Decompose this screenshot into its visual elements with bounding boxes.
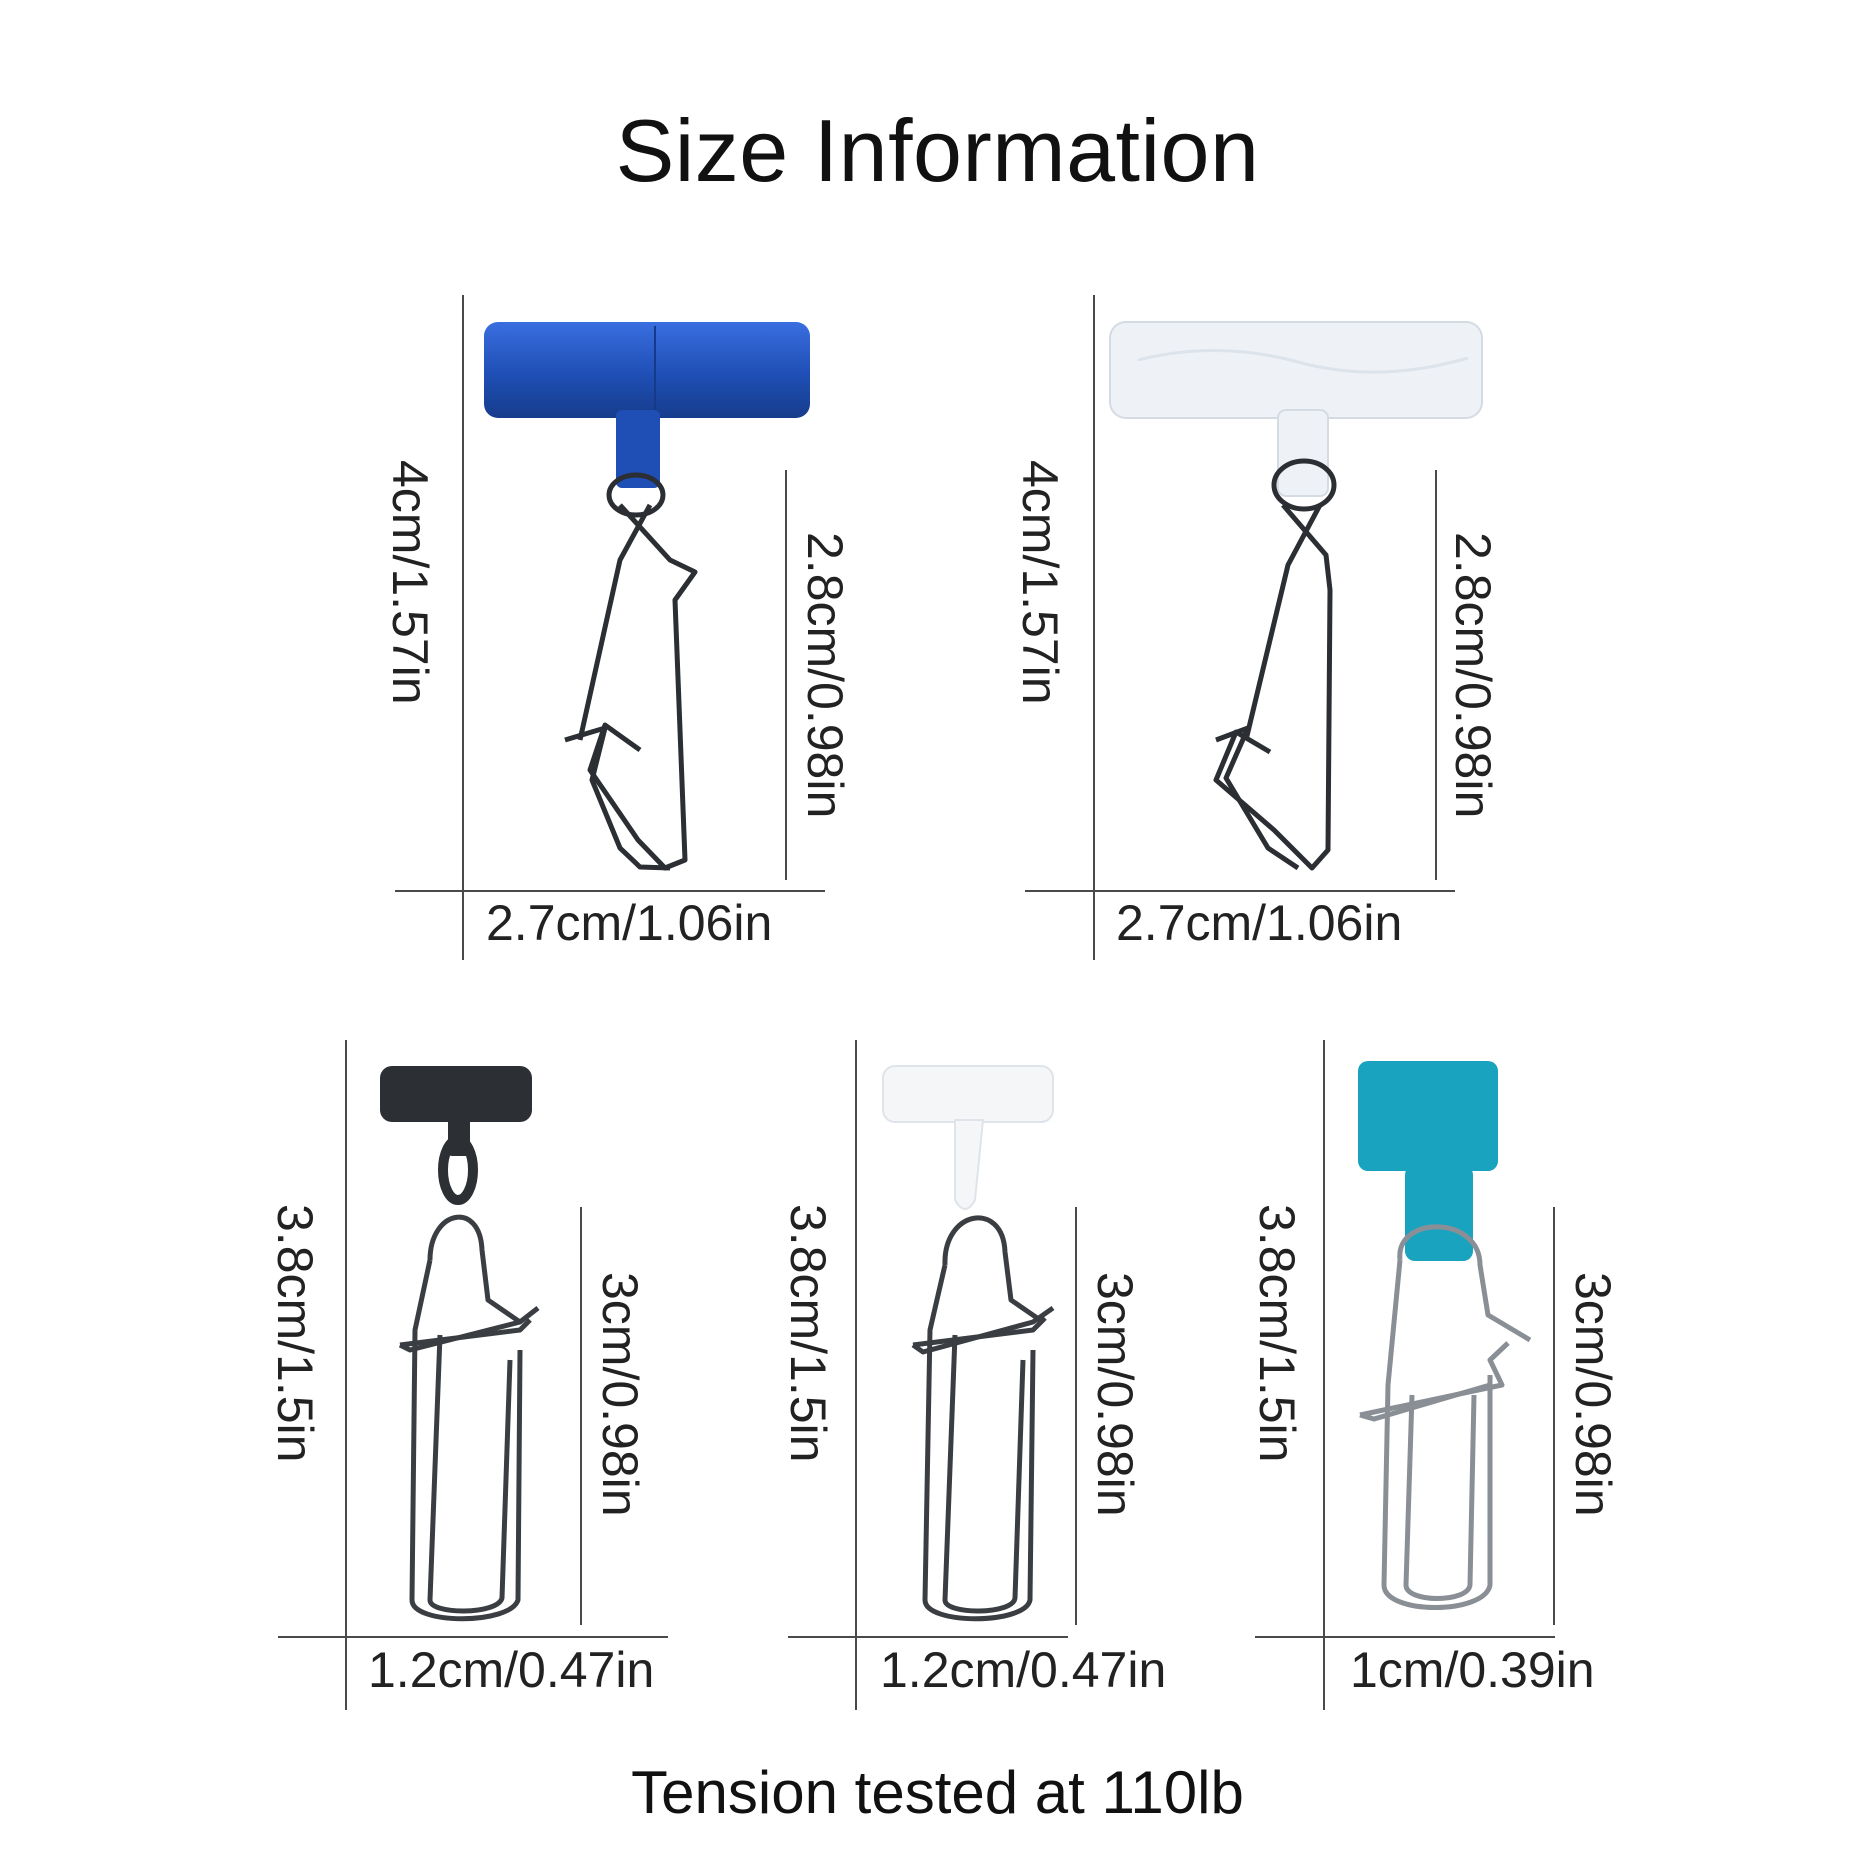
height-guide-line xyxy=(1323,1040,1325,1710)
height-guide-line xyxy=(345,1040,347,1710)
page-title: Size Information xyxy=(615,101,1260,200)
t-bar-shape xyxy=(484,322,810,418)
width-label: 1cm/0.39in xyxy=(1350,1642,1595,1698)
snap-wire-shape xyxy=(911,1215,1055,1622)
total-height-label: 4cm/1.57in xyxy=(382,460,438,705)
t-stem-shape xyxy=(616,410,660,488)
teal-sinker-slide-image xyxy=(1340,1055,1560,1615)
tension-note: Tension tested at 110lb xyxy=(631,1759,1244,1826)
snap-wire-shape xyxy=(398,1214,540,1622)
snap-height-guide-line xyxy=(1553,1207,1555,1625)
total-height-label: 4cm/1.57in xyxy=(1012,460,1068,705)
snap-height-guide-line xyxy=(785,470,787,880)
white-sinker-slide-image xyxy=(875,1060,1085,1622)
width-label: 2.7cm/1.06in xyxy=(486,895,773,951)
snap-wire-shape xyxy=(1359,1224,1532,1610)
t-stem-shape xyxy=(1277,409,1329,497)
height-guide-line xyxy=(855,1040,857,1710)
snap-height-guide-line xyxy=(1435,470,1437,880)
height-guide-line xyxy=(462,295,464,960)
width-label: 1.2cm/0.47in xyxy=(880,1642,1167,1698)
clear-t-snap-image xyxy=(1098,300,1483,880)
blue-t-snap-image xyxy=(470,300,850,880)
snap-wire-shape xyxy=(1213,458,1337,871)
width-label: 1.2cm/0.47in xyxy=(368,1642,655,1698)
height-guide-line xyxy=(1093,295,1095,960)
snap-height-guide-line xyxy=(1075,1207,1077,1625)
snap-height-guide-line xyxy=(580,1207,582,1625)
slide-tube-shape xyxy=(882,1065,1054,1123)
total-height-label: 3.8cm/1.5in xyxy=(267,1204,323,1463)
width-guide-line xyxy=(1255,1636,1555,1638)
snap-height-label: 3cm/0.98in xyxy=(1565,1272,1621,1517)
snap-wire-shape xyxy=(564,472,698,871)
black-sinker-slide-image xyxy=(370,1060,580,1622)
slide-tube-shape xyxy=(1358,1061,1498,1171)
total-height-label: 3.8cm/1.5in xyxy=(780,1204,836,1463)
snap-height-label: 3cm/0.98in xyxy=(592,1272,648,1517)
width-guide-line xyxy=(1025,890,1455,892)
width-guide-line xyxy=(395,890,825,892)
total-height-label: 3.8cm/1.5in xyxy=(1249,1204,1305,1463)
width-label: 2.7cm/1.06in xyxy=(1116,895,1403,951)
width-guide-line xyxy=(788,1636,1068,1638)
width-guide-line xyxy=(278,1636,668,1638)
snap-height-label: 3cm/0.98in xyxy=(1087,1272,1143,1517)
slide-tube-shape xyxy=(380,1066,532,1122)
t-bar-shape xyxy=(1109,321,1483,419)
